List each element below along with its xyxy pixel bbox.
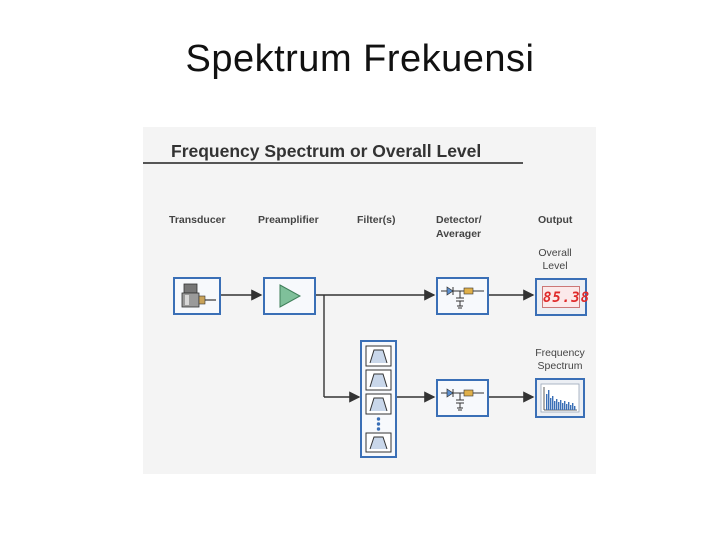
overall-level-display: 85.38 xyxy=(535,278,589,316)
title-underline xyxy=(143,162,523,164)
transducer-block xyxy=(173,277,221,315)
detector-block-spectrum xyxy=(436,379,489,417)
overall-level-readout: 85.38 xyxy=(542,286,589,308)
slide-title: Spektrum Frekuensi xyxy=(185,38,535,80)
label-detector-line2: Averager xyxy=(436,228,482,240)
overall-level-line1: Overall xyxy=(538,247,572,259)
label-output: Output xyxy=(538,214,573,226)
accelerometer-icon xyxy=(181,283,216,308)
label-filters: Filter(s) xyxy=(357,214,396,226)
label-transducer: Transducer xyxy=(169,214,226,226)
bandpass-filter-icon-1 xyxy=(365,345,392,367)
frequency-spectrum-label: Frequency Spectrum xyxy=(525,347,595,373)
label-detector: Detector/ Averager xyxy=(436,213,482,241)
ellipsis-dots-icon xyxy=(376,417,381,431)
diagram-title: Frequency Spectrum or Overall Level xyxy=(171,141,482,161)
label-preamplifier: Preamplifier xyxy=(258,214,319,226)
bandpass-filter-icon-3 xyxy=(365,393,392,415)
detector-block-overall xyxy=(436,277,489,315)
overall-level-label: Overall Level xyxy=(529,247,581,273)
bandpass-filter-icon-4 xyxy=(365,432,392,453)
amplifier-triangle-icon xyxy=(279,284,302,308)
filter-bank-icons xyxy=(365,345,392,453)
spectrum-bars-icon xyxy=(540,383,580,413)
frequency-spectrum-line1: Frequency xyxy=(535,347,585,359)
frequency-spectrum-line2: Spectrum xyxy=(537,360,583,372)
block-diagram: Frequency Spectrum or Overall Level Tran… xyxy=(143,127,596,474)
diode-rc-detector-icon xyxy=(441,388,484,411)
label-detector-line1: Detector/ xyxy=(436,214,482,226)
bandpass-filter-icon-2 xyxy=(365,369,392,391)
diode-rc-detector-icon xyxy=(441,286,484,309)
frequency-spectrum-display xyxy=(535,378,585,418)
signal-wires xyxy=(221,289,535,403)
overall-level-line2: Level xyxy=(542,260,568,272)
filter-bank-block xyxy=(360,340,397,458)
preamplifier-block xyxy=(263,277,316,315)
